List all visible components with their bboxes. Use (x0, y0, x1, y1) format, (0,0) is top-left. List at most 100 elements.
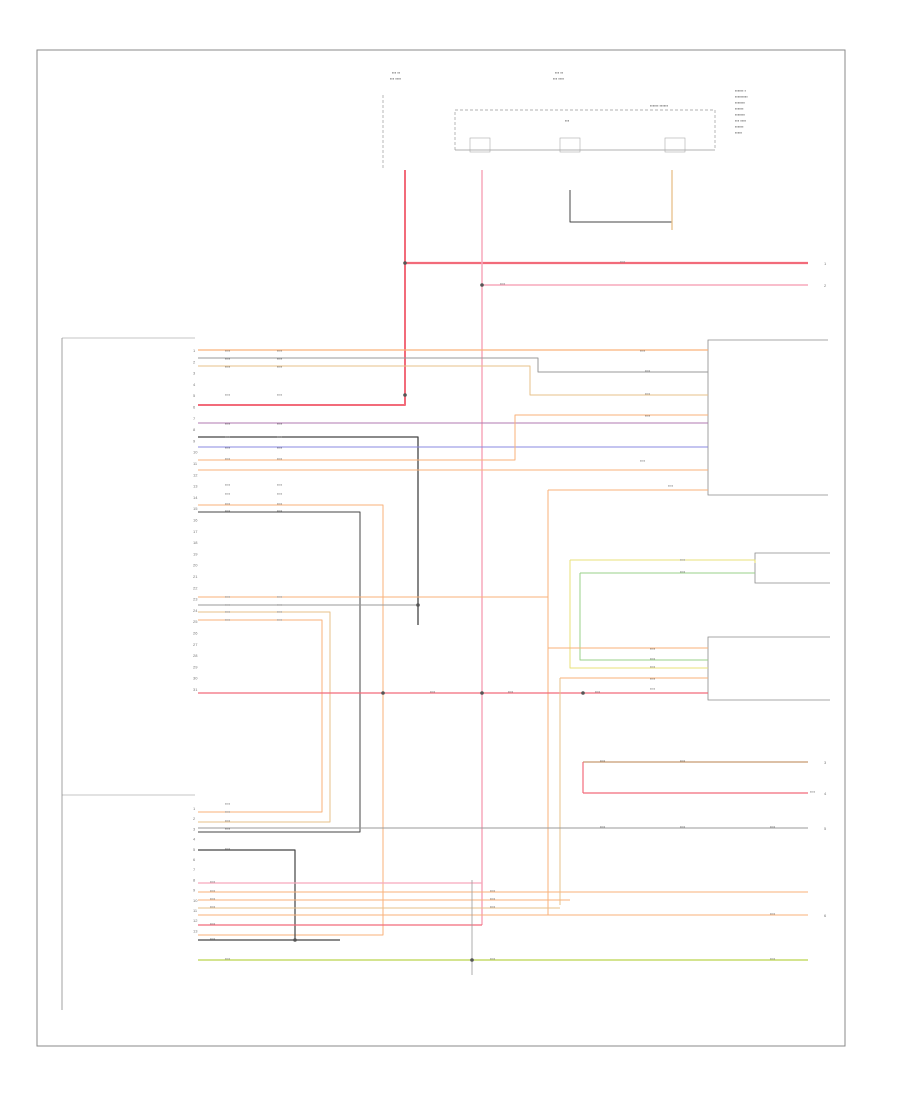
svg-text:▪▪▪ ▪▪: ▪▪▪ ▪▪ (555, 70, 564, 75)
fuse-block-top: ▪▪▪ ▪▪ ▪▪▪ ▪▪▪▪ ▪▪▪ ▪▪ ▪▪▪ ▪▪▪▪ ▪▪▪▪▪▪ ▪… (382, 70, 748, 170)
signal-wire (569, 560, 708, 669)
svg-text:▪▪▪ ▪▪: ▪▪▪ ▪▪ (392, 70, 401, 75)
bottom-connector-pin-number: 6 (193, 857, 196, 862)
bottom-connector-pin-number: 7 (193, 867, 196, 872)
wire-code-mark: ▪▪▪▪ (225, 393, 230, 397)
splice-node-group (293, 261, 585, 962)
wire-code-mark: ▪▪▪▪ (645, 392, 650, 396)
signal-wire (570, 559, 756, 563)
wire-code-mark: ▪▪▪▪ (595, 690, 600, 694)
wire-code-mark: ▪▪▪▪ (277, 509, 282, 513)
right-terminal-number: 1 (824, 261, 827, 266)
bottom-connector-pin-number: 12 (193, 918, 198, 923)
svg-text:▪▪▪ ▪▪▪▪: ▪▪▪ ▪▪▪▪ (553, 76, 565, 81)
wire-code-mark: ▪▪▪▪ (225, 435, 230, 439)
wire-code-mark: ▪▪▪▪ (210, 937, 215, 941)
svg-text:▪▪▪▪▪▪▪: ▪▪▪▪▪▪▪ (735, 100, 746, 105)
wire-code-mark: ▪▪▪▪ (277, 357, 282, 361)
wire-code-mark: ▪▪▪▪ (770, 825, 775, 829)
bottom-connector-pin-number: 4 (193, 837, 196, 842)
left-connector-pin-number: 12 (193, 472, 198, 477)
svg-text:▪▪▪▪▪▪: ▪▪▪▪▪▪ (735, 124, 744, 129)
signal-wire (579, 573, 708, 661)
left-connector-pin-number: 9 (193, 438, 196, 443)
wire-code-mark: ▪▪▪▪ (277, 422, 282, 426)
left-connector-pin-number: 4 (193, 382, 196, 387)
signal-wire (198, 357, 708, 373)
wire-code-mark: ▪▪▪▪ (650, 657, 655, 661)
wire-code-mark: ▪▪▪▪ (770, 912, 775, 916)
splice-node (480, 691, 484, 695)
right-terminal-number: 4 (824, 791, 827, 796)
wire-code-mark: ▪▪▪▪ (277, 446, 282, 450)
left-connector-pin-number: 30 (193, 676, 198, 681)
wire-code-mark: ▪▪▪▪ (770, 957, 775, 961)
right-terminal-number: 5 (824, 826, 827, 831)
wire-code-mark: ▪▪▪▪ (210, 922, 215, 926)
wire-code-mark: ▪▪▪▪ (225, 618, 230, 622)
left-connector-pin-number: 8 (193, 427, 196, 432)
wire-code-mark: ▪▪▪▪ (620, 260, 625, 264)
wire-code-mark: ▪▪▪▪ (225, 446, 230, 450)
left-connector-pin-number: 5 (193, 393, 196, 398)
wire-code-mark: ▪▪▪▪ (650, 665, 655, 669)
wire-group (198, 170, 808, 975)
wire-code-mark: ▪▪▪▪ (668, 484, 673, 488)
wire-code-mark: ▪▪▪▪ (650, 677, 655, 681)
wire-code-mark: ▪▪▪▪ (277, 603, 282, 607)
wire-code-mark: ▪▪▪▪ (645, 369, 650, 373)
svg-text:▪▪▪▪▪▪ ▪▪▪▪▪▪: ▪▪▪▪▪▪ ▪▪▪▪▪▪ (650, 103, 669, 108)
left-connector-pin-number: 7 (193, 416, 196, 421)
power-feed-wire (198, 170, 406, 406)
wire-code-mark: ▪▪▪▪ (430, 690, 435, 694)
wire-code-mark: ▪▪▪▪ (680, 558, 685, 562)
wire-code-mark: ▪▪▪▪ (225, 802, 230, 806)
wire-code-mark: ▪▪▪▪ (225, 603, 230, 607)
wire-code-mark: ▪▪▪▪ (277, 435, 282, 439)
svg-text:▪▪▪▪▪: ▪▪▪▪▪ (735, 130, 743, 135)
left-connector-pin-number: 21 (193, 574, 198, 579)
left-connector-pin-number: 14 (193, 495, 198, 500)
wire-code-mark: ▪▪▪▪ (225, 595, 230, 599)
wire-code-mark: ▪▪▪▪ (277, 483, 282, 487)
signal-wire (198, 414, 708, 461)
wire-code-mark: ▪▪▪▪ (680, 570, 685, 574)
signal-wire (198, 619, 323, 813)
left-connector-pin-number: 2 (193, 359, 196, 364)
signal-wire (198, 611, 331, 823)
wire-code-mark: ▪▪▪▪ (277, 457, 282, 461)
right-terminal-number: 6 (824, 913, 827, 918)
wire-code-mark: ▪▪▪▪ (508, 690, 513, 694)
bottom-connector-pin-number: 11 (193, 908, 198, 913)
left-connector-pin-number: 19 (193, 551, 198, 556)
wire-code-mark: ▪▪▪▪ (210, 889, 215, 893)
bottom-connector-pin-number: 2 (193, 816, 196, 821)
left-connector-pin-number: 13 (193, 484, 198, 489)
wire-code-mark: ▪▪▪▪ (650, 647, 655, 651)
wire-code-mark: ▪▪▪▪ (277, 595, 282, 599)
wire-code-mark: ▪▪▪▪ (277, 393, 282, 397)
wire-code-mark: ▪▪▪▪ (490, 957, 495, 961)
wire-code-mark: ▪▪▪▪ (500, 282, 505, 286)
wire-code-mark: ▪▪▪▪ (277, 618, 282, 622)
svg-text:▪▪▪▪▪▪: ▪▪▪▪▪▪ (735, 106, 744, 111)
wire-code-mark: ▪▪▪▪ (225, 457, 230, 461)
wire-code-mark: ▪▪▪▪ (650, 687, 655, 691)
left-connector-pin-number: 17 (193, 529, 198, 534)
svg-text:▪▪▪ ▪▪▪▪: ▪▪▪ ▪▪▪▪ (735, 118, 747, 123)
bottom-connector-pin-number: 1 (193, 806, 196, 811)
wire-code-mark: ▪▪▪▪ (225, 610, 230, 614)
wire-code-mark: ▪▪▪▪ (225, 483, 230, 487)
svg-text:▪▪▪▪▪▪ ▪: ▪▪▪▪▪▪ ▪ (735, 88, 747, 93)
splice-node (403, 261, 407, 265)
splice-node (581, 691, 585, 695)
right-module-1-box (707, 339, 828, 496)
splice-node (403, 393, 407, 397)
signal-wire (198, 511, 361, 833)
wire-code-mark: ▪▪▪▪ (225, 502, 230, 506)
wire-code-mark: ▪▪▪▪ (277, 365, 282, 369)
left-connector-pin-number: 20 (193, 563, 198, 568)
bottom-connector-pin-number: 13 (193, 928, 198, 933)
splice-node (381, 691, 385, 695)
